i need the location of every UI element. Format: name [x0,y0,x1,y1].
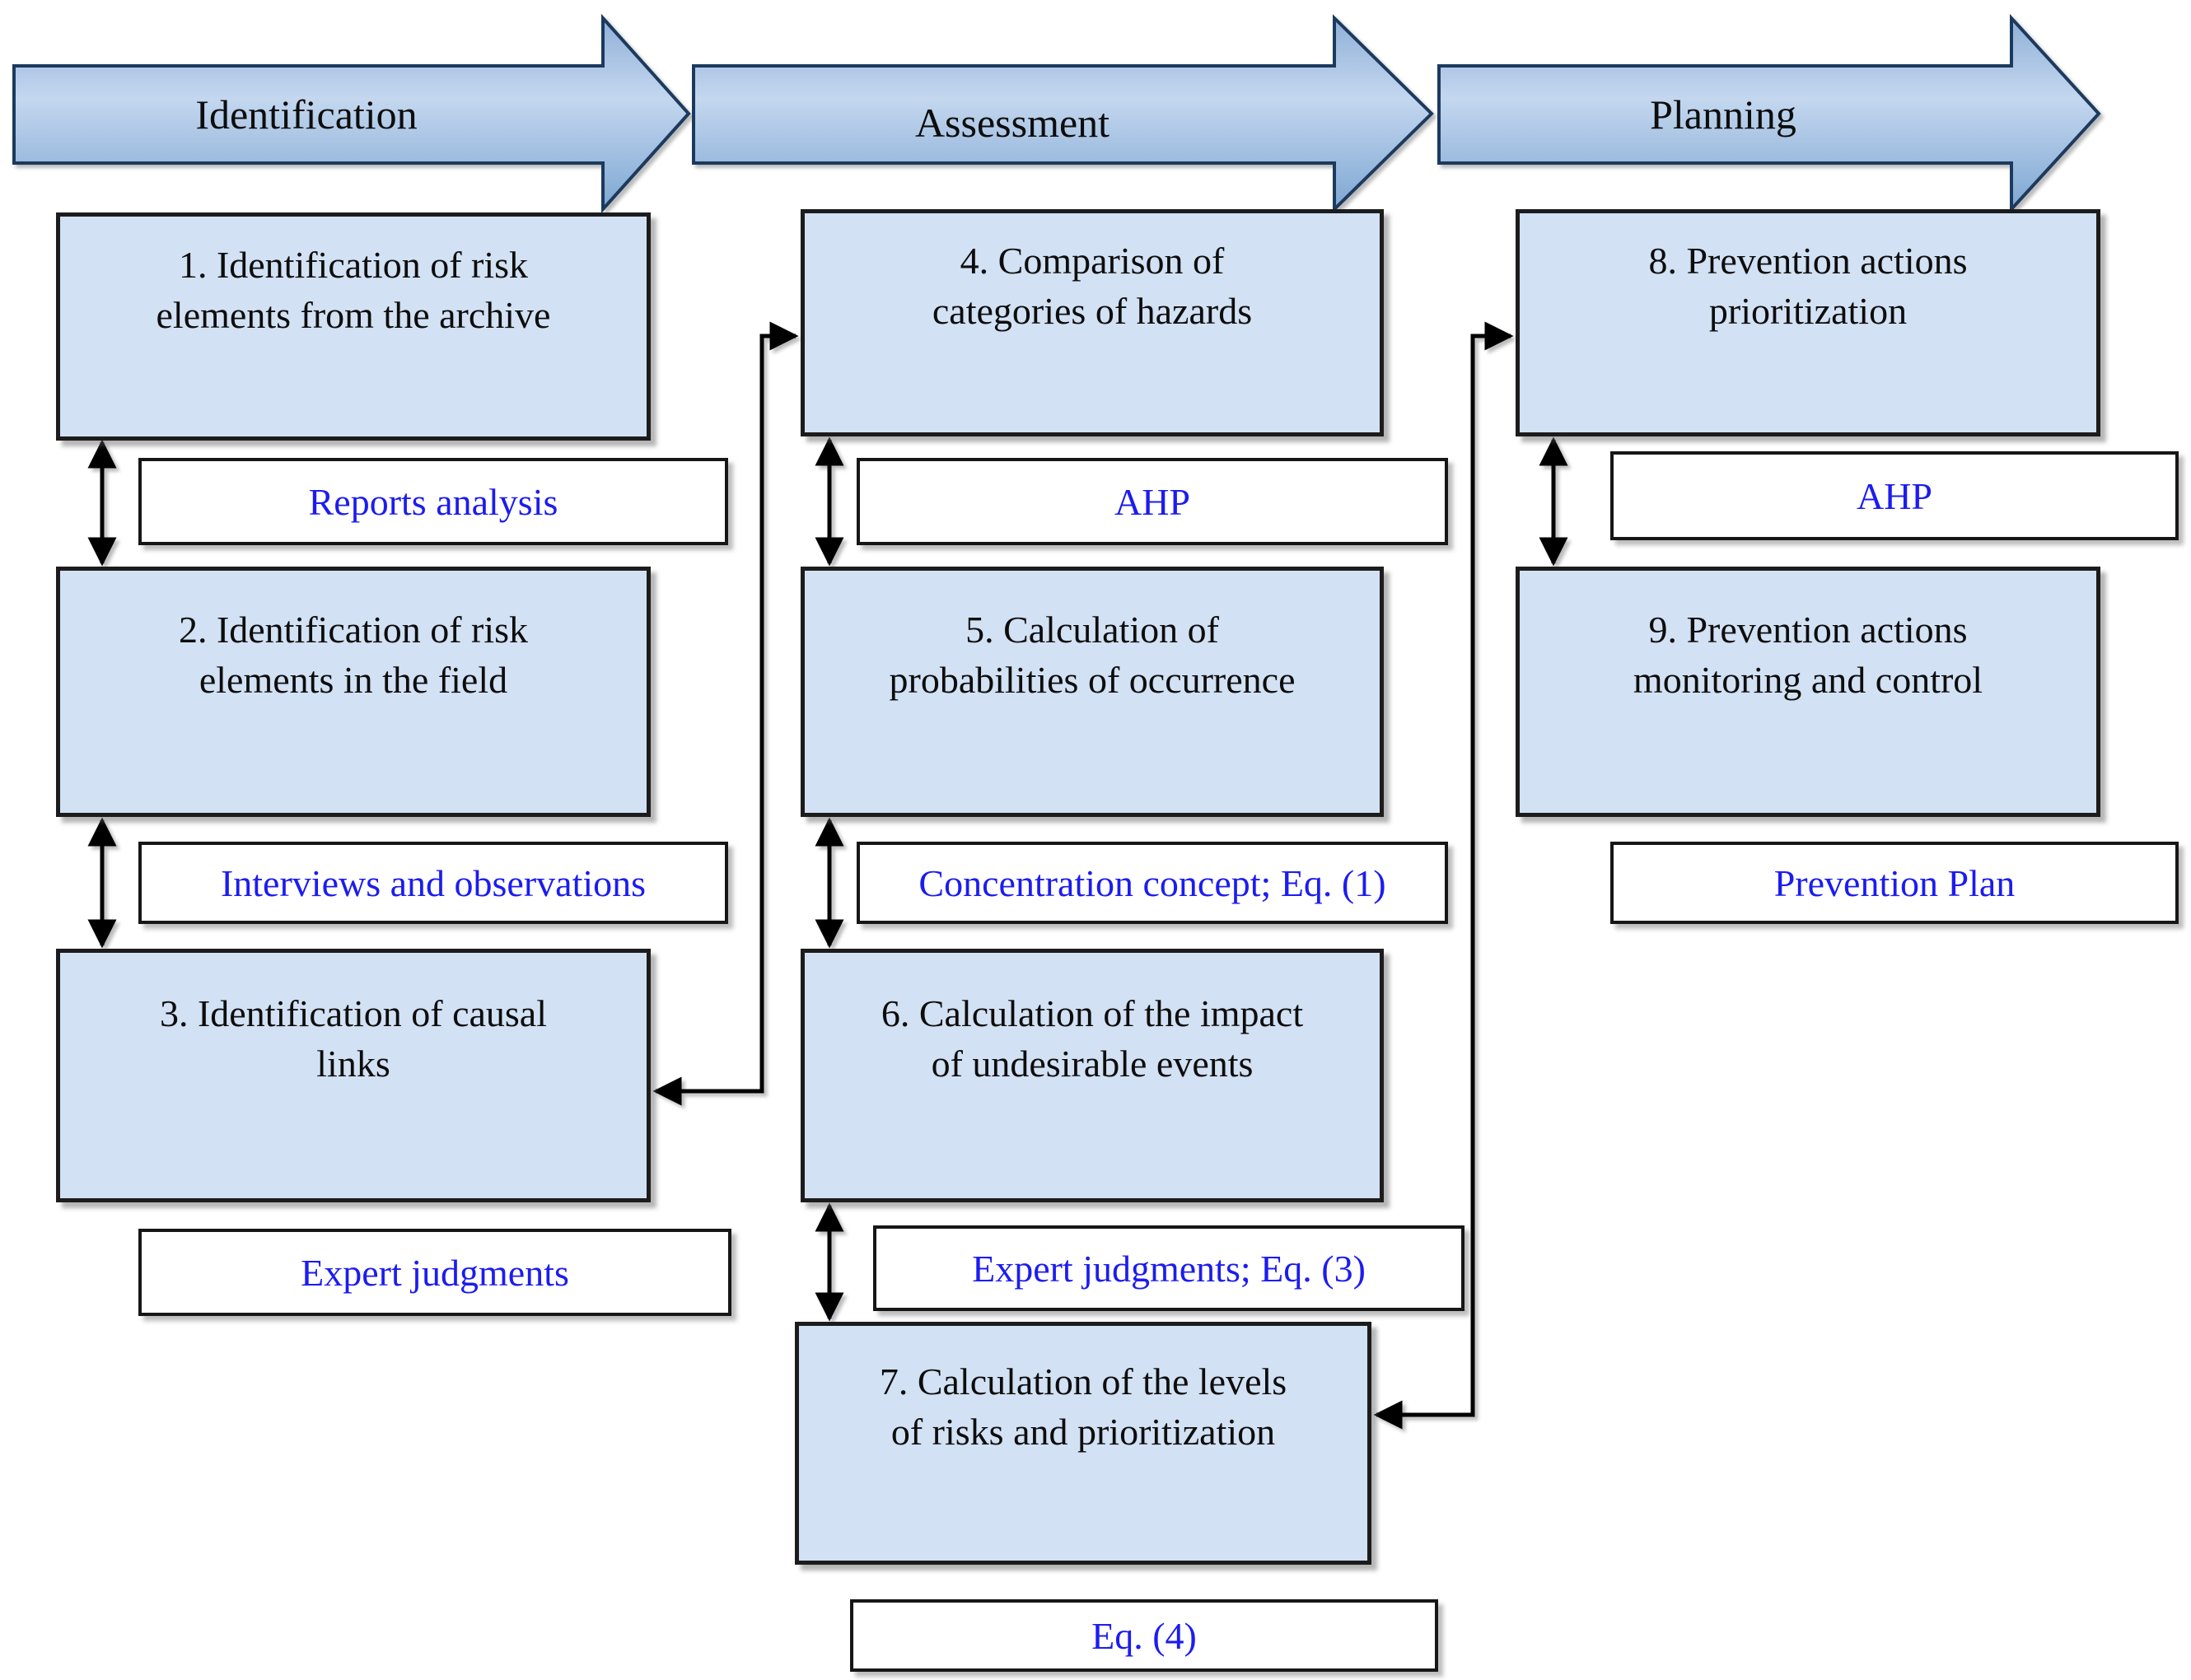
step-text-line: of undesirable events [931,1043,1254,1085]
step-text-line: monitoring and control [1633,659,1983,701]
step-text-line: 6. Calculation of the impact [881,992,1304,1035]
step-text-line: categories of hazards [932,290,1253,332]
method-label-ahp-assessment: AHP [857,458,1448,545]
step-box-4-comparison-hazards: 4. Comparison of categories of hazards [801,209,1384,436]
method-label-ahp-planning: AHP [1610,451,2179,540]
method-label-eq4: Eq. (4) [850,1599,1438,1672]
phase-label: Assessment [915,100,1110,146]
arrow-step3-step4 [652,321,799,1106]
phase-label: Identification [195,91,417,138]
step-box-8-prevention-prioritization: 8. Prevention actions prioritization [1516,209,2100,436]
method-text: Concentration concept; Eq. (1) [918,861,1386,904]
step-text-line: elements from the archive [156,293,551,336]
method-label-reports-analysis: Reports analysis [138,458,728,545]
method-text: Reports analysis [308,480,558,523]
method-text: Eq. (4) [1091,1614,1197,1657]
method-text: Expert judgments [301,1251,569,1294]
method-label-expert-judgments: Expert judgments [138,1229,731,1316]
step-box-5-probabilities: 5. Calculation of probabilities of occur… [801,567,1384,817]
step-text-line: 8. Prevention actions [1648,240,1968,282]
step-text-line: prioritization [1708,290,1908,332]
phase-arrow-assessment: Assessment [692,14,1435,213]
phase-label: Planning [1650,91,1796,138]
step-box-3-causal-links: 3. Identification of causal links [56,949,651,1202]
step-box-1-identification-archive: 1. Identification of risk elements from … [56,212,651,441]
step-text-line: 1. Identification of risk [178,243,529,286]
method-text: Prevention Plan [1773,861,2016,904]
chevron-shape [12,13,691,214]
step-text-line: 3. Identification of causal [159,992,548,1035]
step-text-line: probabilities of occurrence [889,659,1296,701]
method-text: Expert judgments; Eq. (3) [972,1247,1366,1290]
method-label-interviews-observations: Interviews and observations [138,842,728,924]
step-text-line: 2. Identification of risk [178,609,529,651]
method-text: AHP [1856,474,1933,517]
step-box-6-impact-undesirable-events: 6. Calculation of the impact of undesira… [801,949,1384,1202]
step-text-line: links [316,1043,390,1085]
step-text-line: 7. Calculation of the levels [879,1360,1287,1402]
step-text-line: 9. Prevention actions [1648,609,1968,651]
method-text: AHP [1114,480,1191,523]
method-label-expert-judgments-eq3: Expert judgments; Eq. (3) [873,1225,1465,1311]
step-box-7-risk-levels-prioritization: 7. Calculation of the levels of risks an… [795,1322,1371,1565]
step-text-line: elements in the field [199,659,508,701]
chevron-shape [1437,13,2101,214]
step-text-line: of risks and prioritization [890,1410,1276,1453]
method-text: Interviews and observations [220,861,647,904]
step-text-line: 5. Calculation of [965,609,1219,651]
phase-arrow-planning: Planning [1437,13,2102,214]
step-text-line: 4. Comparison of [960,240,1225,282]
method-label-concentration-concept-eq1: Concentration concept; Eq. (1) [857,842,1448,924]
chevron-shape [692,14,1434,213]
step-box-2-identification-field: 2. Identification of risk elements in th… [56,567,651,817]
step-box-9-monitoring-control: 9. Prevention actions monitoring and con… [1516,567,2100,817]
arrow-step7-step8 [1373,321,1514,1430]
phase-arrow-identification: Identification [12,13,692,214]
method-label-prevention-plan: Prevention Plan [1610,842,2179,924]
